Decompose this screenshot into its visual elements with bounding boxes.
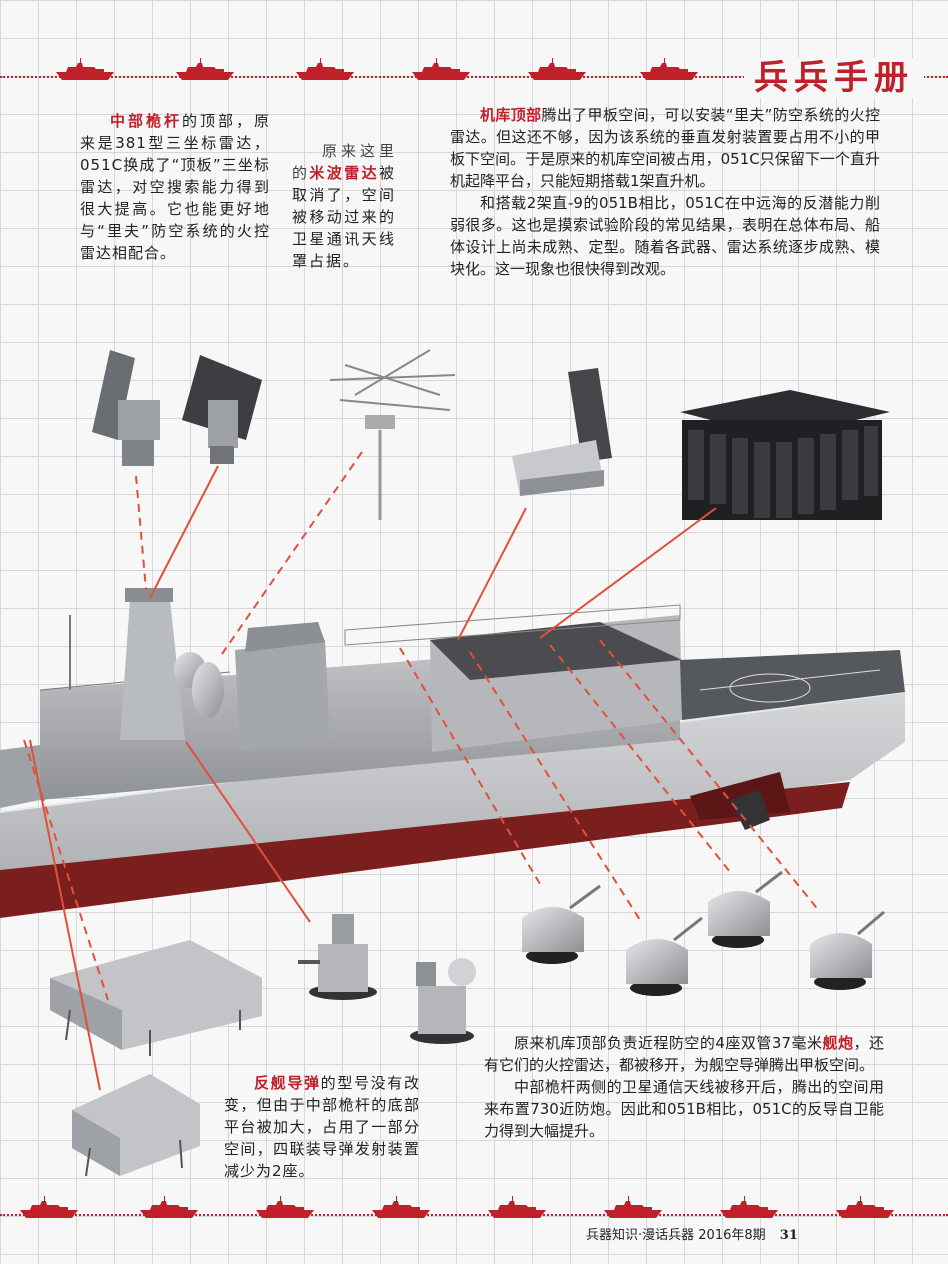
ship-silhouette-icon	[372, 1196, 430, 1218]
page-number: 31	[779, 1228, 798, 1243]
callout-paragraph: 和搭载2架直-9的051B相比，051C在中远海的反潜能力削弱很多。这也是摸索试…	[450, 194, 880, 278]
ship-silhouette-icon	[176, 58, 234, 80]
callout-guns: 原来机库顶部负责近程防空的4座双管37毫米舰炮，还有它们的火控雷达，都被移开，为…	[484, 1032, 884, 1142]
callout-highlight: 舰炮	[822, 1034, 854, 1052]
ship-silhouette-icon	[20, 1196, 78, 1218]
callout-mast: 中部桅杆的顶部，原来是381型三坐标雷达，051C换成了“顶板”三坐标雷达，对空…	[80, 110, 270, 264]
ship-silhouette-icon	[256, 1196, 314, 1218]
callout-body: ，还有它们的火控雷达，都被移开，为舰空导弹腾出甲板空间。	[484, 1034, 884, 1074]
ship-silhouette-icon	[528, 58, 586, 80]
ship-silhouette-icon	[640, 58, 698, 80]
ship-silhouette-icon	[140, 1196, 198, 1218]
footer-band	[0, 1190, 948, 1230]
ship-silhouette-icon	[296, 58, 354, 80]
gun-turret	[626, 916, 703, 996]
callout-body: 腾出了甲板空间，可以安装“里夫”防空系统的火控雷达。但这还不够，因为该系统的垂直…	[450, 106, 880, 190]
callout-highlight: 米波雷达	[309, 164, 379, 182]
close-in-weapon-system	[410, 958, 476, 1044]
ship-silhouette-icon	[720, 1196, 778, 1218]
callout-body: 被取消了，空间被移动过来的卫星通讯天线罩占据。	[292, 164, 396, 270]
ship-silhouette-icon	[488, 1196, 546, 1218]
leader-lines	[23, 451, 821, 1091]
page-footer: 兵器知识·漫话兵器 2016年8期 31	[586, 1224, 886, 1243]
fire-control-radar	[512, 368, 612, 496]
close-in-weapon-system	[298, 914, 377, 1000]
magazine-name: 兵器知识·漫话兵器	[586, 1228, 695, 1243]
callout-meter-radar: 原来这里的米波雷达被取消了，空间被移动过来的卫星通讯天线罩占据。	[292, 140, 396, 272]
radar-panel	[182, 355, 262, 464]
antenna-mast	[329, 349, 456, 520]
radar-panel	[92, 350, 160, 466]
missile-launcher	[50, 940, 262, 1056]
callout-lead: 原来机库顶部负责近程防空的4座双管37毫米	[514, 1034, 823, 1052]
ship-silhouette-icon	[604, 1196, 662, 1218]
header-band	[0, 52, 948, 92]
gun-turret	[522, 884, 601, 964]
ship-silhouette-icon	[412, 58, 470, 80]
issue-label: 2016年8期	[698, 1228, 766, 1243]
callout-body: 的顶部，原来是381型三坐标雷达，051C换成了“顶板”三坐标雷达，对空搜索能力…	[80, 112, 270, 262]
ship-silhouette-icon	[836, 1196, 894, 1218]
callout-highlight: 机库顶部	[480, 106, 542, 124]
gun-turret	[708, 870, 783, 948]
callout-highlight: 中部桅杆	[110, 112, 182, 130]
callout-paragraph: 中部桅杆两侧的卫星通信天线被移开后，腾出的空间用来布置730近防炮。因此和051…	[484, 1078, 884, 1140]
ship-silhouette-icon	[56, 58, 114, 80]
callout-highlight: 反舰导弹	[254, 1074, 321, 1092]
vertical-launch-system	[680, 390, 890, 520]
section-title: 兵兵手册	[744, 58, 924, 98]
callout-hangar: 机库顶部腾出了甲板空间，可以安装“里夫”防空系统的火控雷达。但这还不够，因为该系…	[450, 104, 880, 280]
gun-turret	[810, 910, 885, 990]
dotted-rule	[0, 1214, 948, 1216]
callout-lead: 原来这里的	[292, 142, 396, 182]
ship-hull	[0, 691, 906, 918]
callout-missile: 反舰导弹的型号没有改变，但由于中部桅杆的底部平台被加大，占用了一部分空间，四联装…	[224, 1072, 420, 1182]
callout-body: 的型号没有改变，但由于中部桅杆的底部平台被加大，占用了一部分空间，四联装导弹发射…	[224, 1074, 420, 1180]
missile-launcher	[72, 1074, 200, 1177]
central-mast	[69, 588, 224, 740]
dotted-rule	[0, 76, 948, 78]
